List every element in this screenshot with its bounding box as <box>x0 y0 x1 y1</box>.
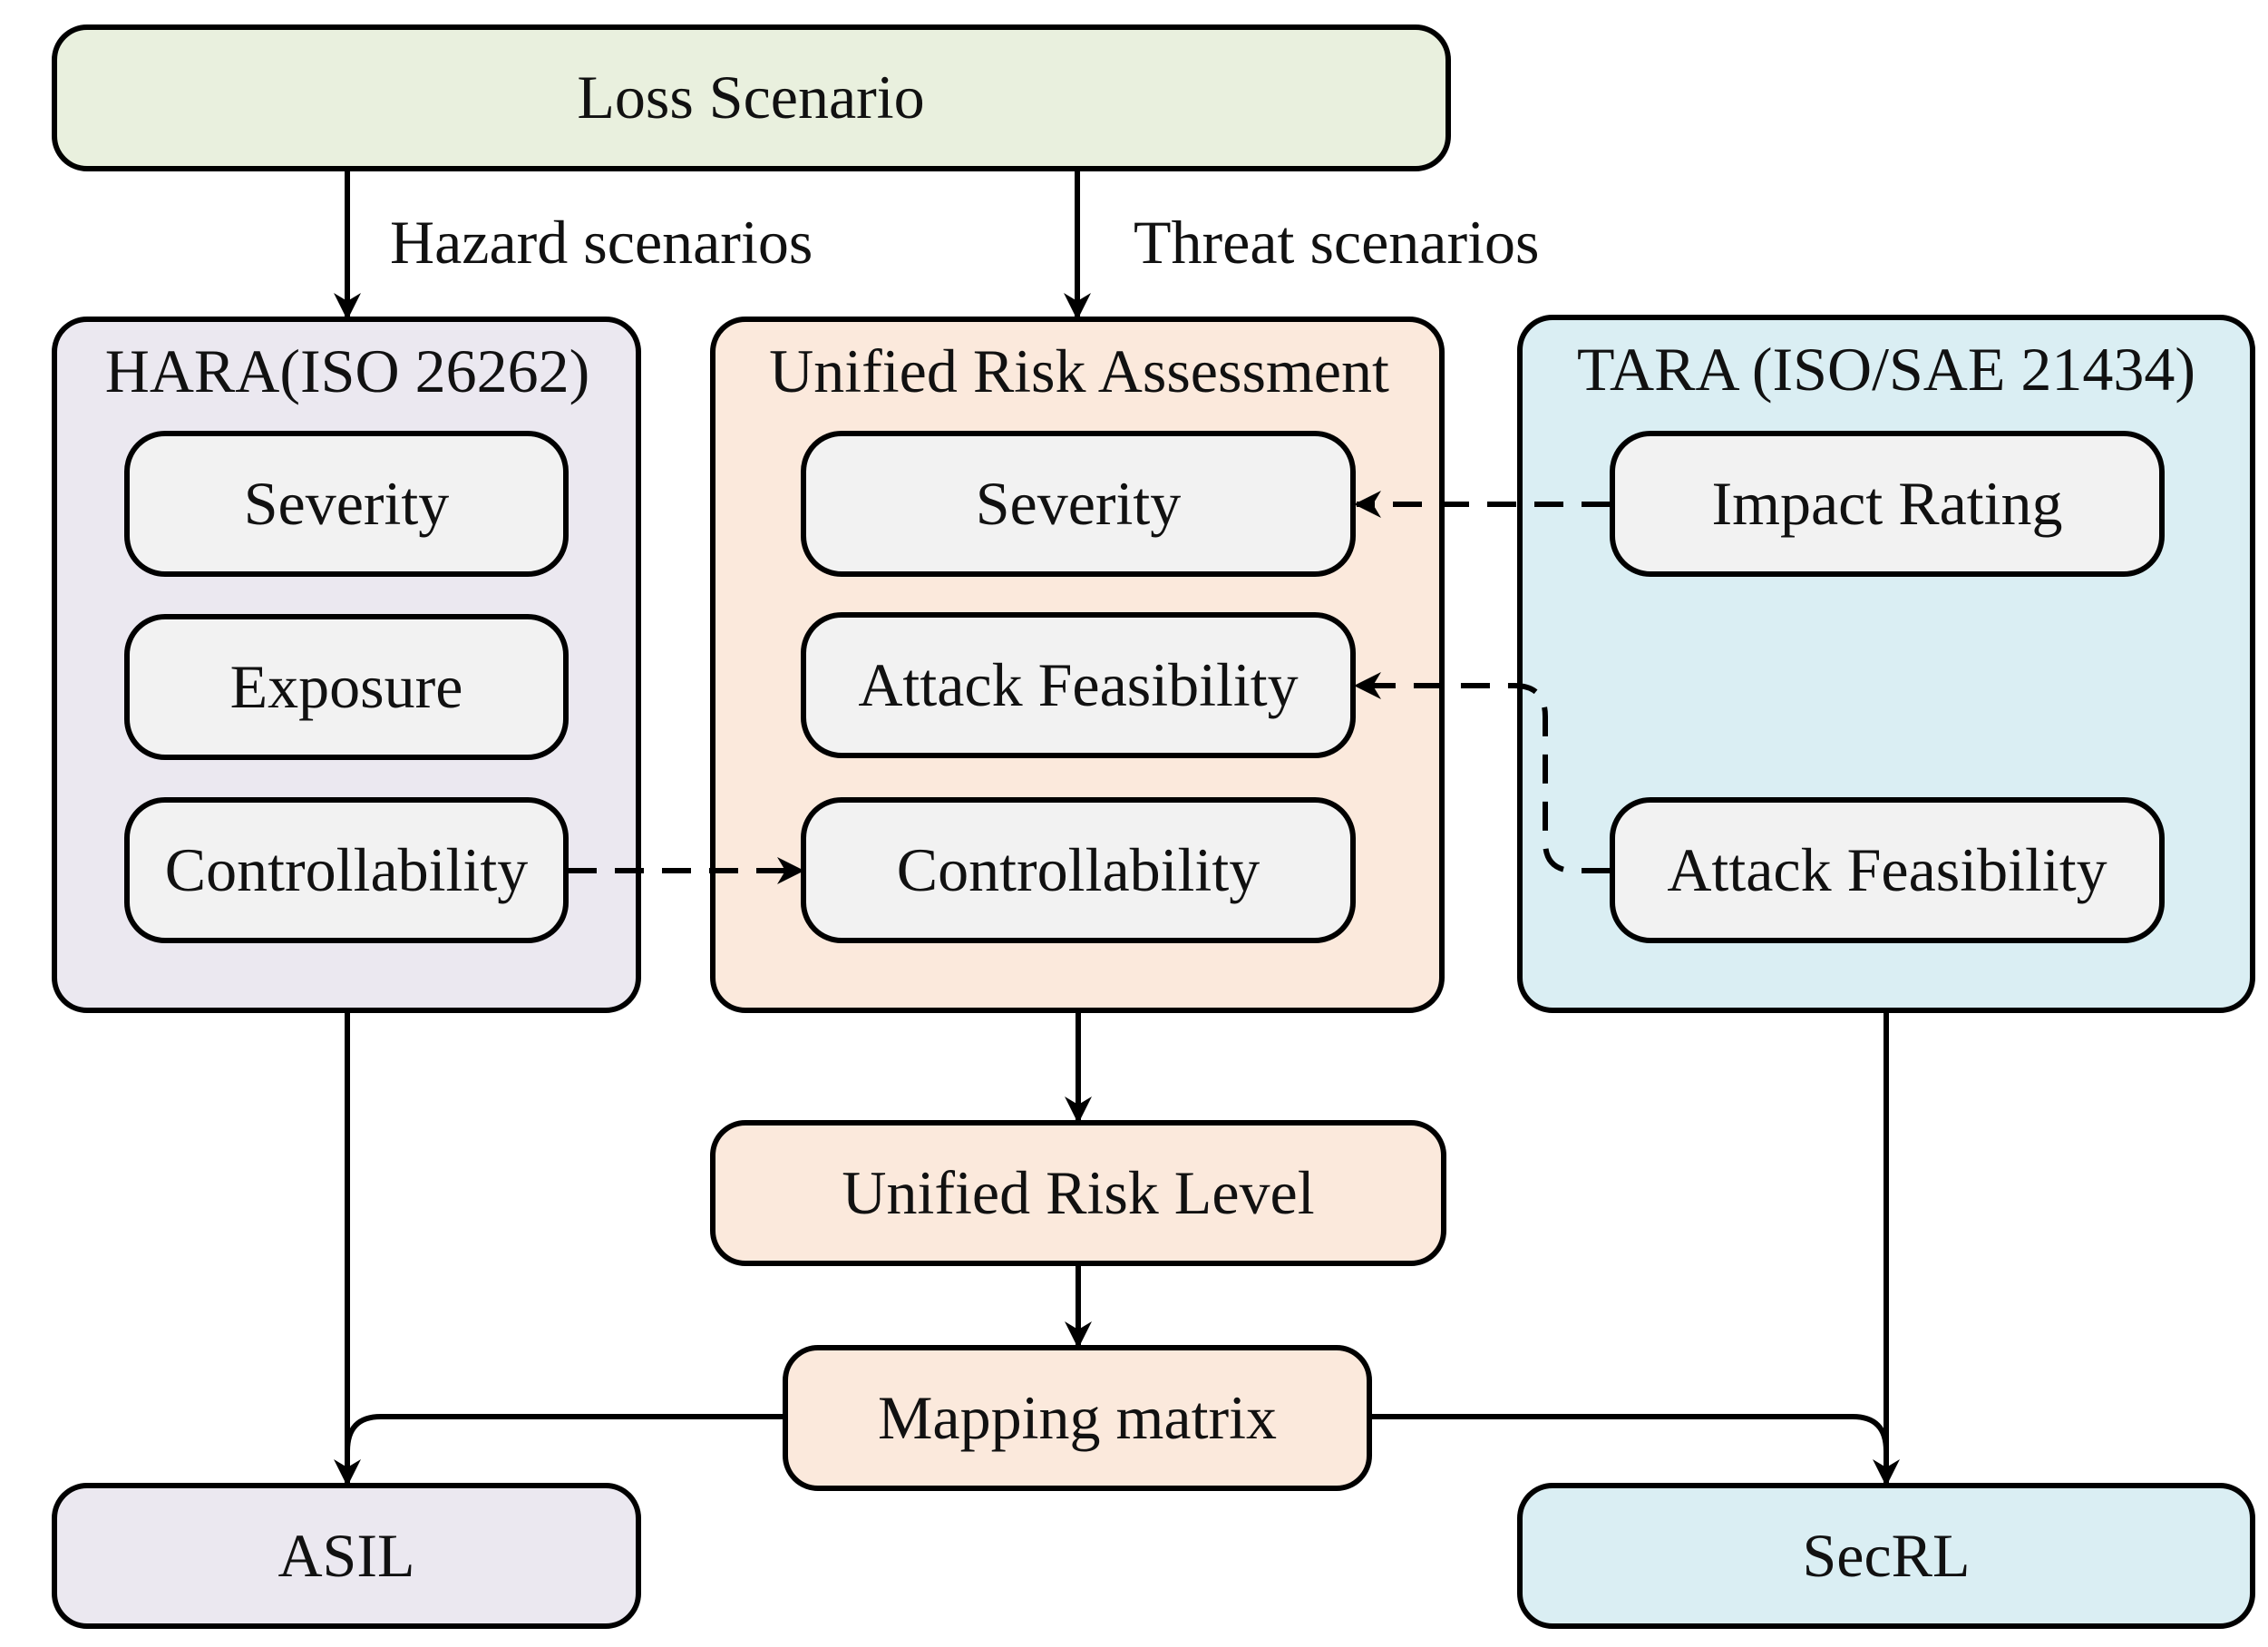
hara-exposure-box: Exposure <box>124 614 569 760</box>
unified-risk-level-box: Unified Risk Level <box>710 1120 1446 1266</box>
tara-attack-feasibility-label: Attack Feasibility <box>1667 835 2107 904</box>
feasibility-to-feasibility-arrow <box>1354 672 1611 873</box>
asil-label: ASIL <box>277 1521 414 1590</box>
unified-risk-assessment-container: Unified Risk Assessment Severity Attack … <box>710 317 1445 1013</box>
hara-container: HARA(ISO 26262) Severity Exposure Contro… <box>52 317 641 1013</box>
unified-attack-feasibility-label: Attack Feasibility <box>858 650 1298 719</box>
matrix-to-asil-line <box>345 1414 785 1452</box>
hara-title: HARA(ISO 26262) <box>105 336 590 405</box>
hara-controllability-label: Controllability <box>165 835 528 904</box>
hara-exposure-label: Exposure <box>230 652 463 721</box>
secrl-label: SecRL <box>1802 1521 1970 1590</box>
tara-container: TARA (ISO/SAE 21434) Impact Rating Attac… <box>1517 315 2255 1013</box>
loss-scenario-label: Loss Scenario <box>577 63 924 132</box>
hazard-scenarios-label: Hazard scenarios <box>390 208 813 277</box>
unified-controllability-label: Controllability <box>897 835 1260 904</box>
matrix-to-secrl-line <box>1369 1414 1889 1452</box>
hara-controllability-box: Controllability <box>124 797 569 943</box>
hara-severity-box: Severity <box>124 431 569 577</box>
threat-scenarios-label: Threat scenarios <box>1134 208 1539 277</box>
tara-title: TARA (ISO/SAE 21434) <box>1577 335 2195 404</box>
loss-scenario-box: Loss Scenario <box>52 24 1451 171</box>
unified-attack-feasibility-box: Attack Feasibility <box>801 612 1356 758</box>
unified-severity-label: Severity <box>976 469 1182 538</box>
unified-risk-level-label: Unified Risk Level <box>842 1158 1314 1227</box>
hara-severity-label: Severity <box>244 469 450 538</box>
asil-box: ASIL <box>52 1483 641 1629</box>
unified-title: Unified Risk Assessment <box>769 336 1389 405</box>
tara-impact-rating-label: Impact Rating <box>1711 469 2062 538</box>
tara-attack-feasibility-box: Attack Feasibility <box>1610 797 2165 943</box>
unified-severity-box: Severity <box>801 431 1356 577</box>
mapping-matrix-box: Mapping matrix <box>783 1345 1372 1491</box>
unified-controllability-box: Controllability <box>801 797 1356 943</box>
mapping-matrix-label: Mapping matrix <box>878 1383 1277 1452</box>
secrl-box: SecRL <box>1517 1483 2255 1629</box>
tara-impact-rating-box: Impact Rating <box>1610 431 2165 577</box>
